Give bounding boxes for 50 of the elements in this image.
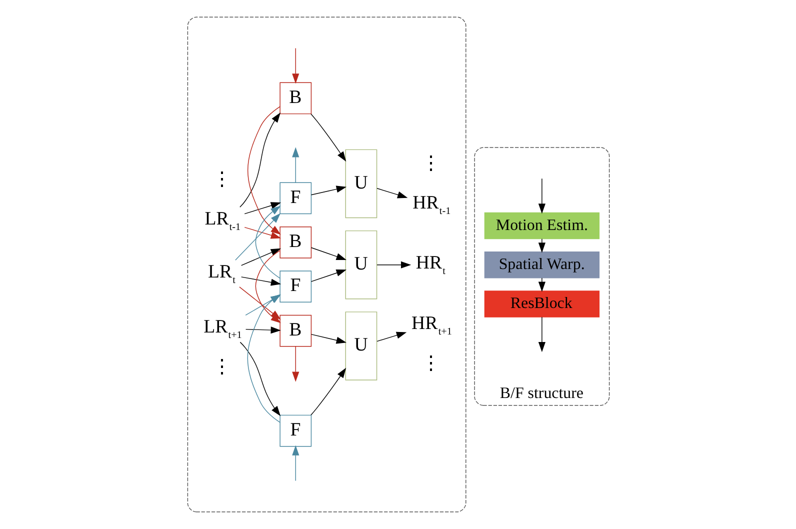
node-text: HR$_{t-1}$ [412, 192, 450, 218]
label: ⋮ [421, 353, 440, 374]
arrow [244, 202, 281, 214]
arrow [240, 248, 281, 266]
arrow [240, 276, 281, 286]
arrow [292, 48, 299, 84]
label: ⋮ [212, 357, 232, 378]
arrow [246, 106, 280, 235]
arrow [239, 112, 280, 208]
node-box: F [279, 414, 312, 447]
arrow [292, 445, 299, 482]
arrow [292, 346, 299, 382]
arrow [538, 178, 545, 214]
node-box: B [279, 226, 312, 258]
node-box: U [344, 230, 377, 300]
arrow [376, 261, 411, 268]
label: ⋮ [212, 169, 232, 190]
arrow [292, 147, 299, 183]
node-box: B [279, 314, 312, 347]
node-text: HR$_{t}$ [415, 252, 446, 278]
cluster [186, 16, 466, 512]
arrow [310, 334, 346, 344]
arrow [234, 213, 280, 260]
arrow [254, 206, 280, 279]
arrow [376, 188, 408, 198]
arrow [310, 247, 346, 260]
label: ⋮ [421, 153, 440, 174]
arrow [376, 332, 406, 342]
arrow [244, 226, 281, 239]
node-text: LR$_{t-1}$ [204, 208, 240, 234]
node-text: LR$_{t+1}$ [203, 316, 242, 341]
arrow [244, 326, 280, 334]
node-text: HR$_{t+1}$ [411, 312, 452, 338]
node-box: U [344, 312, 377, 380]
arrow [310, 368, 346, 416]
node-text: LR$_{t}$ [207, 261, 235, 286]
node-box: Spatial Warp. [484, 251, 600, 278]
node-box: U [344, 149, 377, 218]
arrow [538, 316, 545, 352]
node-box: Motion Estim. [484, 212, 600, 240]
arrow [310, 186, 346, 196]
arrow [310, 114, 346, 162]
node-box: ResBlock [484, 290, 600, 318]
arrow [538, 238, 545, 253]
arrow [239, 342, 280, 416]
node-box: F [279, 270, 312, 303]
arrow [538, 278, 545, 292]
node-box: F [279, 182, 312, 214]
arrow [310, 270, 346, 282]
node-box: B [279, 82, 312, 114]
